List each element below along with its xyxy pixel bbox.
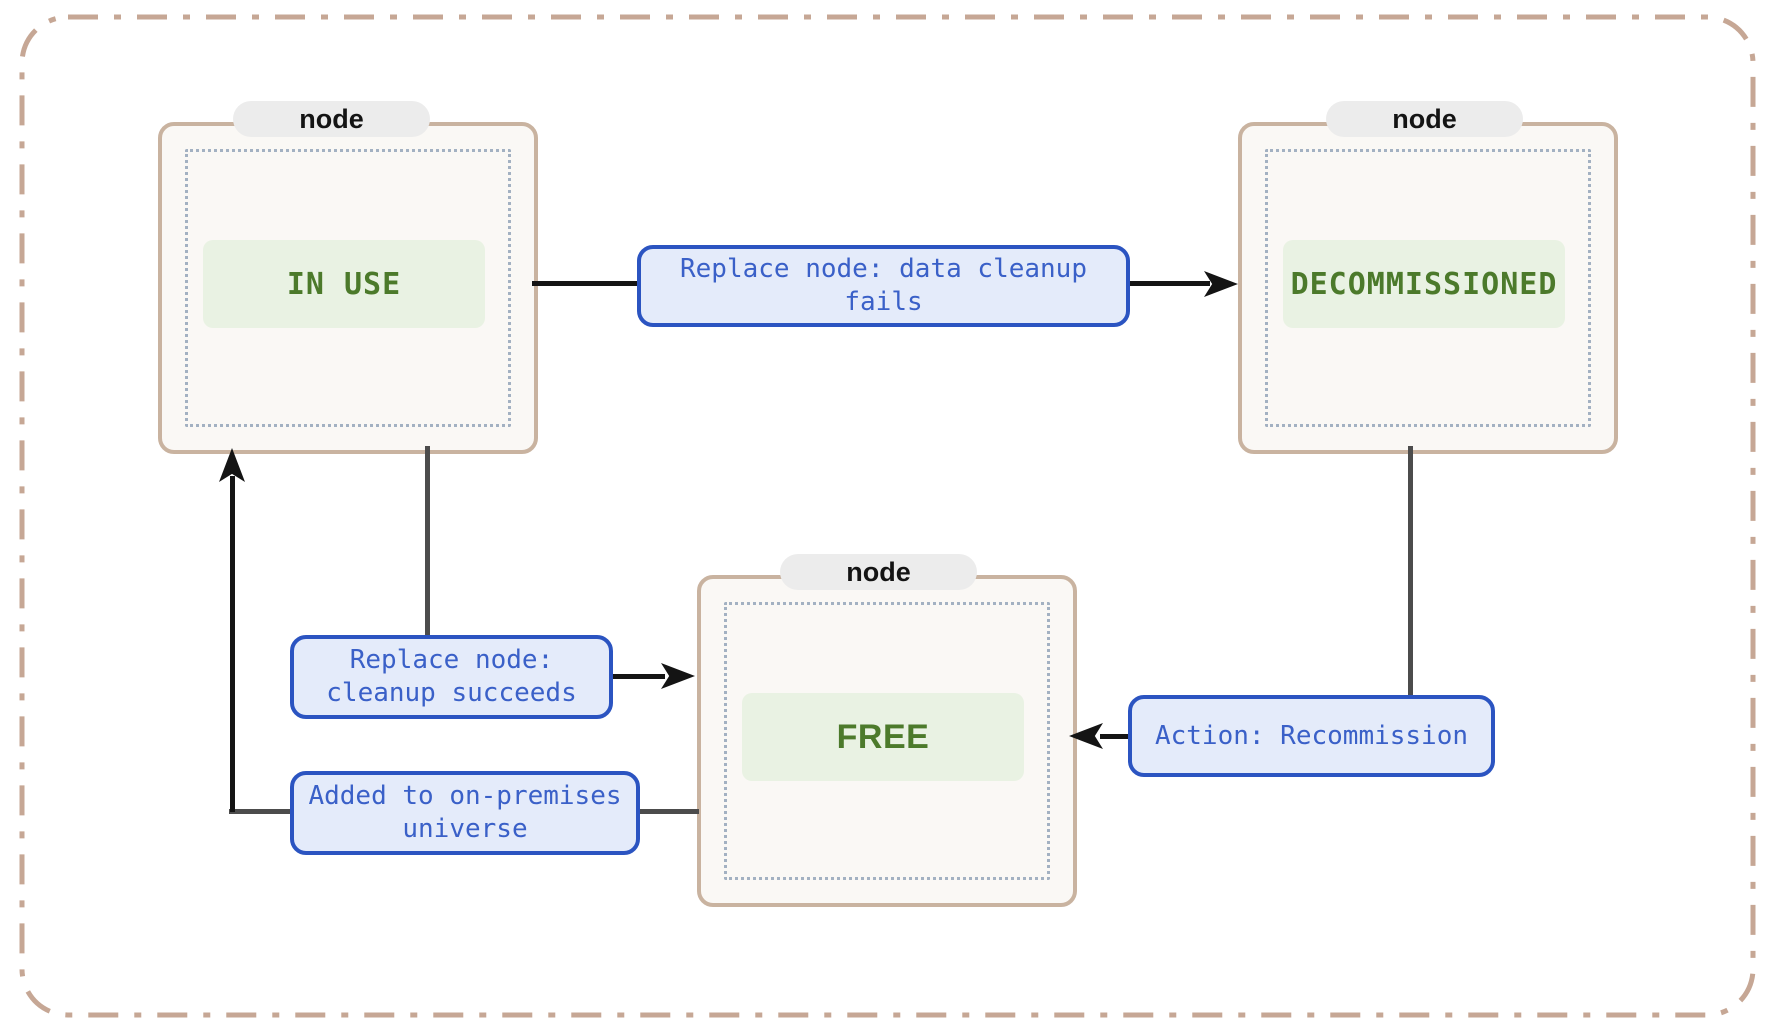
node-container-decommissioned: node DECOMMISSIONED xyxy=(1238,101,1618,454)
edge-label-data-cleanup-fails: Replace node: data cleanup fails xyxy=(637,245,1130,327)
node-container-free: node FREE xyxy=(697,554,1077,907)
edge-line-decommissioned-down-to-label xyxy=(1408,446,1413,697)
edge-line-label-to-free-right xyxy=(1100,734,1130,739)
edge-line-free-to-label xyxy=(638,809,699,814)
node-inner-dotted-boundary xyxy=(724,602,1050,880)
state-badge-decommissioned: DECOMMISSIONED xyxy=(1283,240,1565,328)
edge-label-cleanup-succeeds: Replace node: cleanup succeeds xyxy=(290,635,613,719)
node-type-pill: node xyxy=(1326,101,1523,137)
edge-line-label-to-decommissioned xyxy=(1128,281,1210,286)
edge-line-inuse-to-label xyxy=(532,281,637,286)
state-badge-free: FREE xyxy=(742,693,1024,781)
edge-label-action-recommission: Action: Recommission xyxy=(1128,695,1495,777)
edge-line-elbow-up-to-inuse xyxy=(230,476,235,812)
node-type-pill: node xyxy=(780,554,977,590)
node-inner-dotted-boundary xyxy=(185,149,511,427)
node-container-in-use: node IN USE xyxy=(158,101,538,454)
edge-line-label-to-elbow xyxy=(229,809,291,814)
state-badge-in-use: IN USE xyxy=(203,240,485,328)
node-type-pill: node xyxy=(233,101,430,137)
edge-label-added-to-universe: Added to on-premises universe xyxy=(290,771,640,855)
edge-line-label-to-free xyxy=(611,674,665,679)
node-inner-dotted-boundary xyxy=(1265,149,1591,427)
edge-line-inuse-down-to-label xyxy=(425,446,430,637)
